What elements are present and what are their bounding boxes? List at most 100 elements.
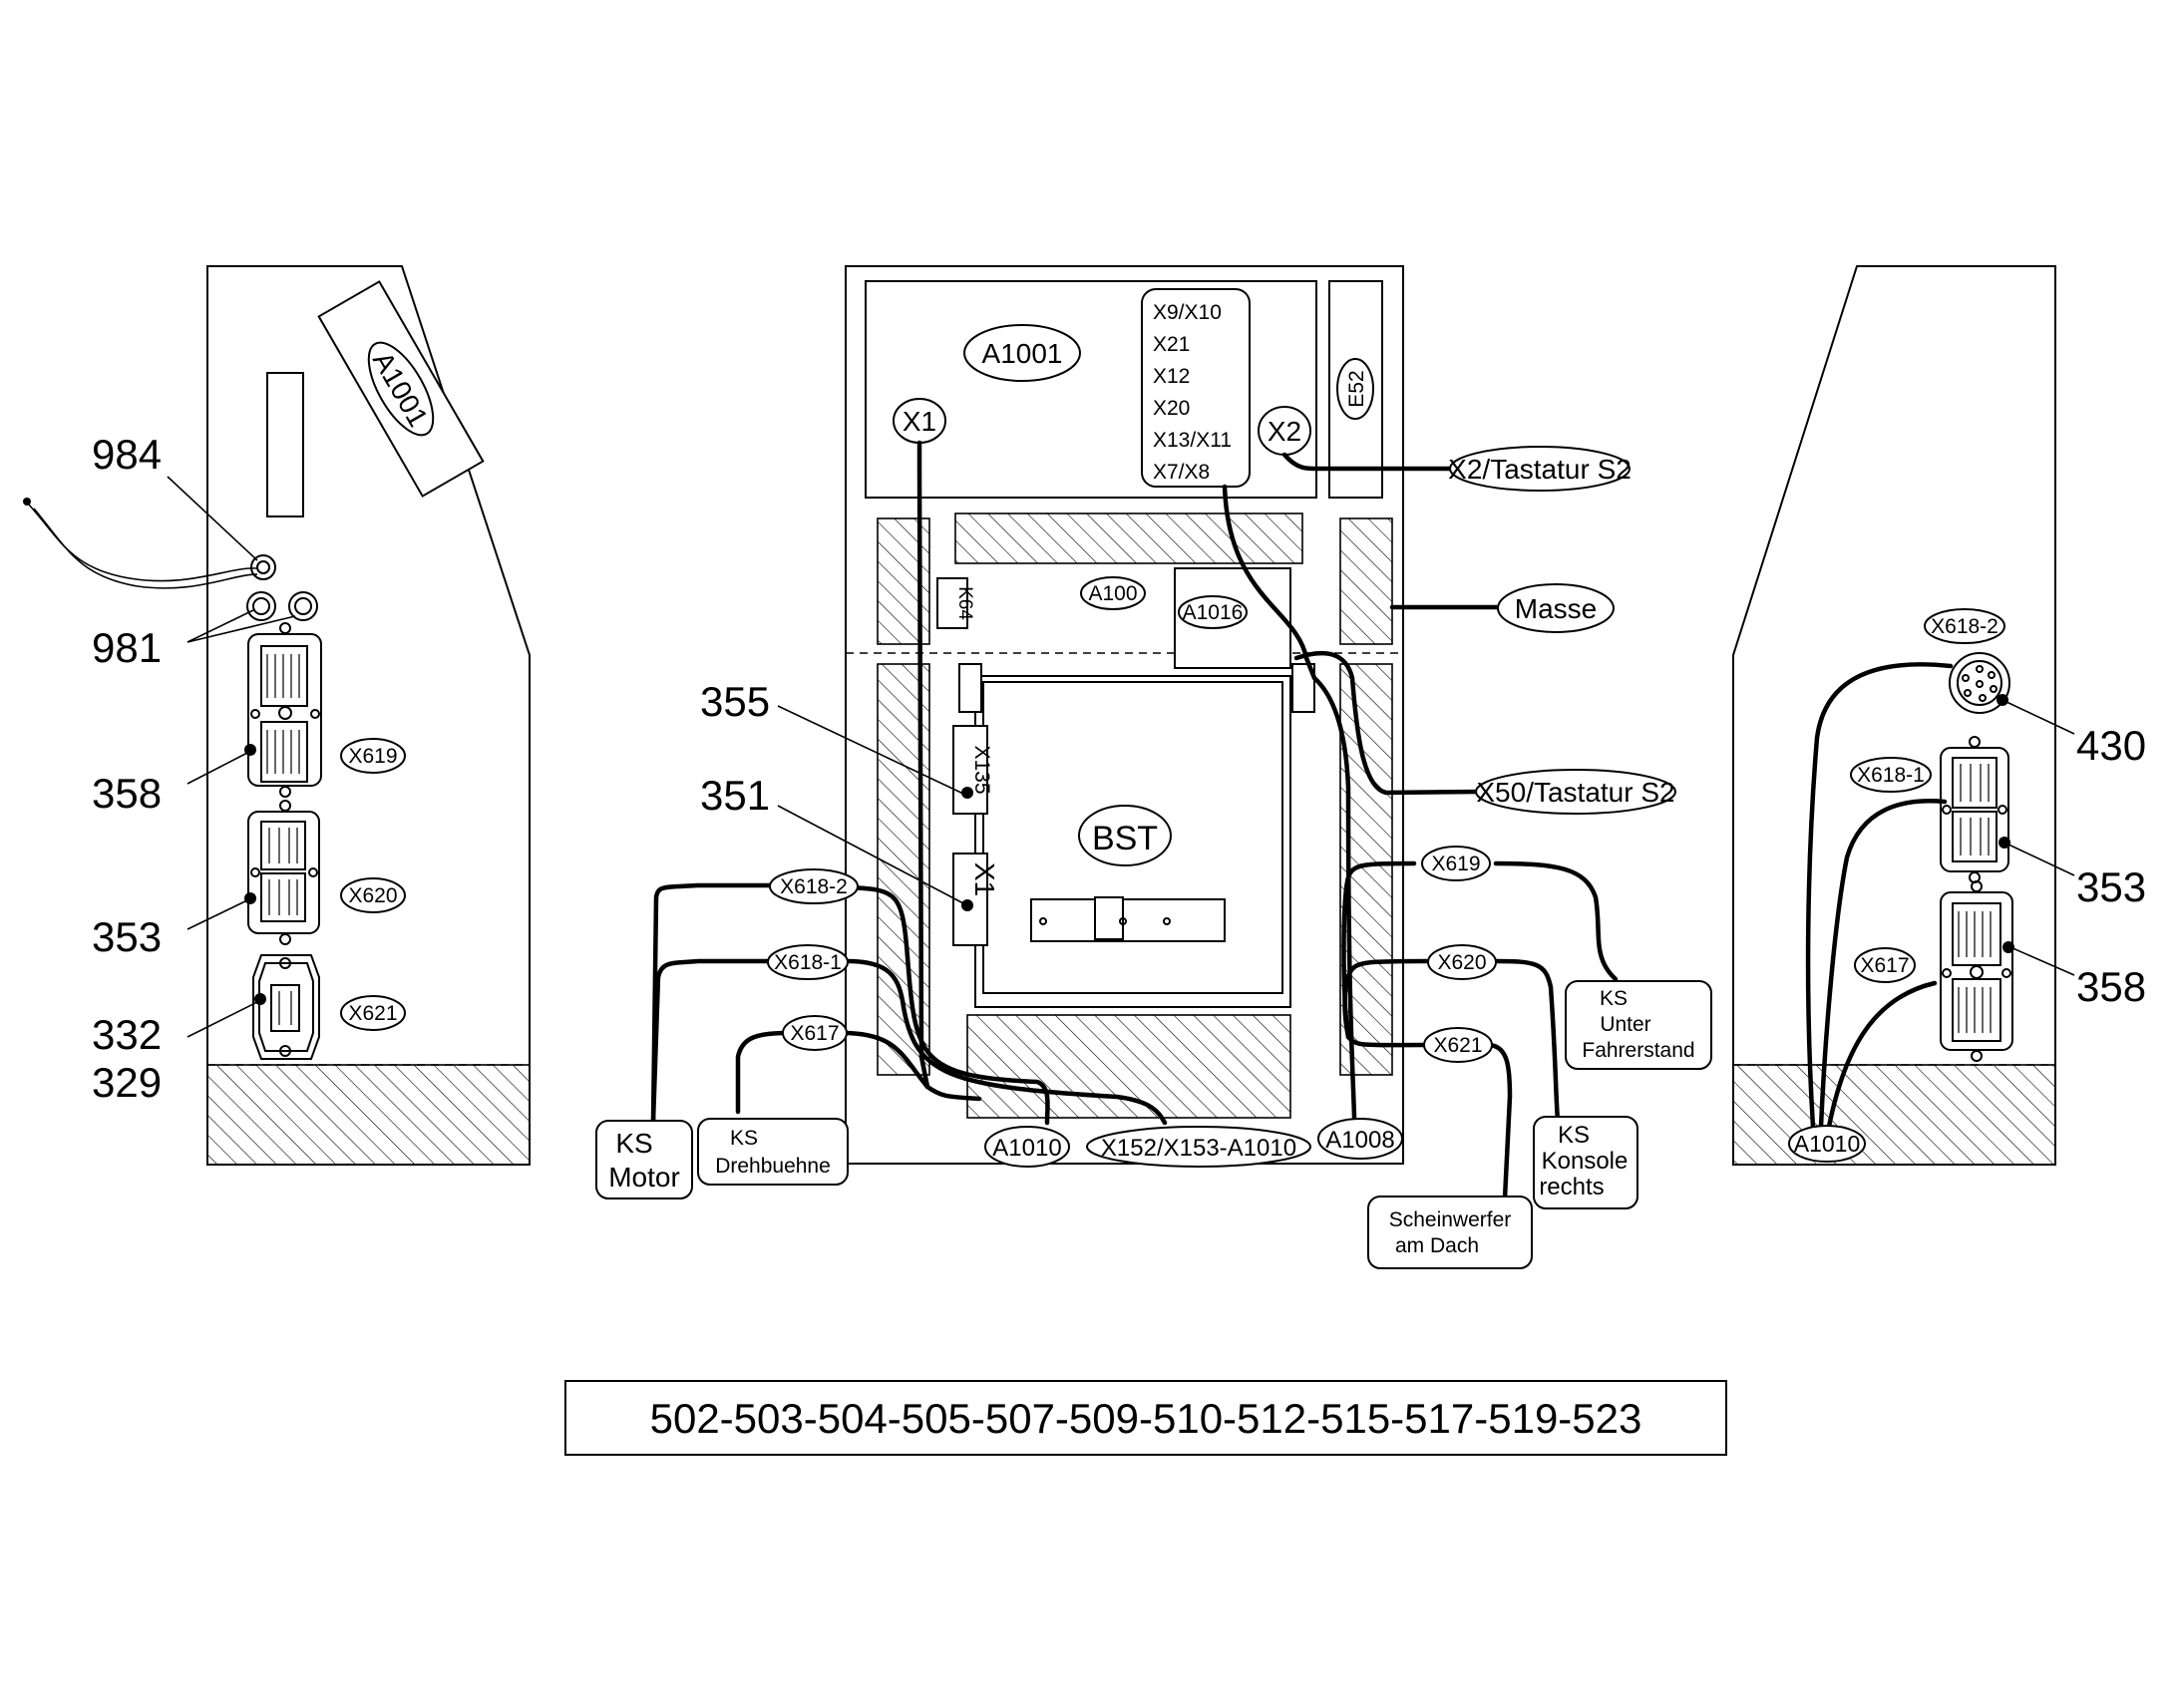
- a1016-tag: A1016: [1178, 595, 1248, 629]
- cable-gland-984: [250, 554, 276, 580]
- left-a1001-tag: A1001: [317, 280, 485, 498]
- right-wire-353: [1818, 799, 1948, 1130]
- right-x617-tag: X617: [1854, 947, 1916, 983]
- x618-1-tag: X618-1: [767, 944, 849, 980]
- callout-355: 355: [700, 678, 770, 725]
- bst-mount-right: [1291, 663, 1315, 713]
- right-connector-353: [1940, 736, 2010, 883]
- x620-center-label: X620: [1437, 951, 1486, 974]
- left-slot: [266, 372, 304, 517]
- left-side-panel: A1001: [23, 265, 531, 1166]
- wire-x2: [1281, 452, 1459, 472]
- k64-label: K64: [954, 586, 975, 620]
- x50-tastatur-tag: X50/Tastatur S2: [1475, 769, 1676, 815]
- callout-329: 329: [92, 1059, 162, 1106]
- callout-332: 332: [92, 1011, 162, 1058]
- left-x620-label: X620: [348, 884, 397, 907]
- bst-tag: BST: [1078, 805, 1172, 866]
- x152-x153-tag: X152/X153-A1010: [1086, 1126, 1311, 1168]
- a100-tag: A100: [1080, 576, 1146, 610]
- ks-konsole-rechts-box: KS Konsole rechts: [1533, 1116, 1638, 1209]
- conn-x20: X20: [1153, 397, 1190, 420]
- x50-tastatur-label: X50/Tastatur S2: [1476, 777, 1674, 808]
- right-wire-358: [1826, 980, 1938, 1130]
- wire-x50: [1293, 650, 1481, 796]
- part-number-label: 502-503-504-505-507-509-510-512-515-517-…: [650, 1395, 1642, 1442]
- callout-430: 430: [2076, 722, 2146, 769]
- part-number-box: 502-503-504-505-507-509-510-512-515-517-…: [564, 1380, 1727, 1456]
- bst-mount-left: [958, 663, 982, 713]
- a1008-label: A1008: [1325, 1127, 1394, 1154]
- x1-mid-label: X1: [969, 862, 1000, 896]
- callout-351: 351: [700, 772, 770, 819]
- left-x620-tag: X620: [340, 877, 406, 913]
- right-a1010-tag: A1010: [1788, 1125, 1866, 1163]
- ks-motor-line1: KS: [615, 1128, 652, 1159]
- x135-label: X135: [970, 745, 993, 794]
- x2-tag: X2: [1258, 406, 1311, 456]
- ks-unter-fahrerstand-box: KS Unter Fahrerstand: [1565, 980, 1712, 1070]
- x1-mid-box: [952, 853, 988, 946]
- x617-center-label: X617: [790, 1022, 839, 1045]
- scheinwerfer-line2: am Dach: [1395, 1234, 1479, 1257]
- center-left-harness: [650, 882, 1168, 1126]
- a1008-tag: A1008: [1317, 1118, 1403, 1160]
- callout-353-left: 353: [92, 913, 162, 960]
- x618-2-label: X618-2: [780, 875, 848, 898]
- a1016-label: A1016: [1183, 601, 1244, 624]
- right-wire-430: [1805, 662, 1954, 1130]
- wire-ks-motor-a: [650, 882, 775, 1125]
- x621-center-tag: X621: [1423, 1027, 1493, 1063]
- left-connector-353: [244, 800, 320, 945]
- right-x617-label: X617: [1860, 954, 1909, 977]
- ks-unter-line3: Fahrerstand: [1582, 1039, 1694, 1062]
- ks-motor-line2: Motor: [608, 1162, 680, 1193]
- left-x619-label: X619: [348, 745, 397, 768]
- x2-tastatur-label: X2/Tastatur S2: [1448, 454, 1632, 485]
- x619-center-tag: X619: [1421, 846, 1491, 881]
- x2-label: X2: [1268, 416, 1301, 447]
- scheinwerfer-box: Scheinwerfer am Dach: [1367, 1196, 1533, 1269]
- ks-konsole-line1: KS: [1558, 1122, 1590, 1149]
- round-connector-430: [1949, 652, 2010, 714]
- k64-box: [936, 577, 968, 629]
- x135-box: [952, 725, 988, 815]
- callout-358-right: 358: [2076, 963, 2146, 1010]
- conn-x21: X21: [1153, 333, 1190, 356]
- a1001-label: A1001: [982, 338, 1063, 369]
- a1001-tag: A1001: [963, 324, 1081, 382]
- x619-center-label: X619: [1431, 853, 1480, 875]
- x618-2-tag: X618-2: [769, 868, 859, 904]
- right-x618-1-tag: X618-1: [1850, 757, 1932, 793]
- x618-1-label: X618-1: [774, 951, 842, 974]
- right-x618-2-label: X618-2: [1931, 615, 1998, 638]
- antenna-cable: [27, 503, 258, 582]
- connector-list-box: [1141, 288, 1251, 488]
- masse-tag: Masse: [1497, 583, 1615, 633]
- ks-konsole-line2: Konsole: [1542, 1148, 1629, 1175]
- wire-connector-list-a1008: [1222, 484, 1357, 1120]
- left-connector-332: [252, 954, 320, 1060]
- x620-center-tag: X620: [1427, 944, 1497, 980]
- callout-358-left: 358: [92, 770, 162, 817]
- x621-center-label: X621: [1433, 1034, 1482, 1057]
- wire-x1-down: [916, 440, 930, 1090]
- ks-drehbuehne-line1: KS: [730, 1127, 758, 1150]
- left-connector-358: [244, 622, 322, 798]
- right-a1010-label: A1010: [1794, 1131, 1861, 1157]
- ks-unter-line1: KS: [1600, 987, 1628, 1010]
- e52-tag: E52: [1336, 358, 1374, 420]
- ks-unter-line2: Unter: [1600, 1013, 1650, 1036]
- conn-x12: X12: [1153, 365, 1190, 388]
- right-x618-2-tag: X618-2: [1924, 608, 2005, 644]
- x1-top-label: X1: [903, 406, 936, 437]
- masse-label: Masse: [1515, 593, 1597, 624]
- center-cabinet: A1001 X1 X9/X10 X21 X12 X20 X13/X11 X7/X…: [845, 265, 1501, 1165]
- e52-label: E52: [1345, 370, 1368, 407]
- right-side-panel: X618-2 X618-1: [1732, 265, 2146, 1166]
- ks-konsole-line3: rechts: [1539, 1174, 1604, 1200]
- left-x621-label: X621: [348, 1002, 397, 1025]
- center-right-harness: [1341, 860, 1619, 1221]
- conn-x13-x11: X13/X11: [1153, 429, 1232, 452]
